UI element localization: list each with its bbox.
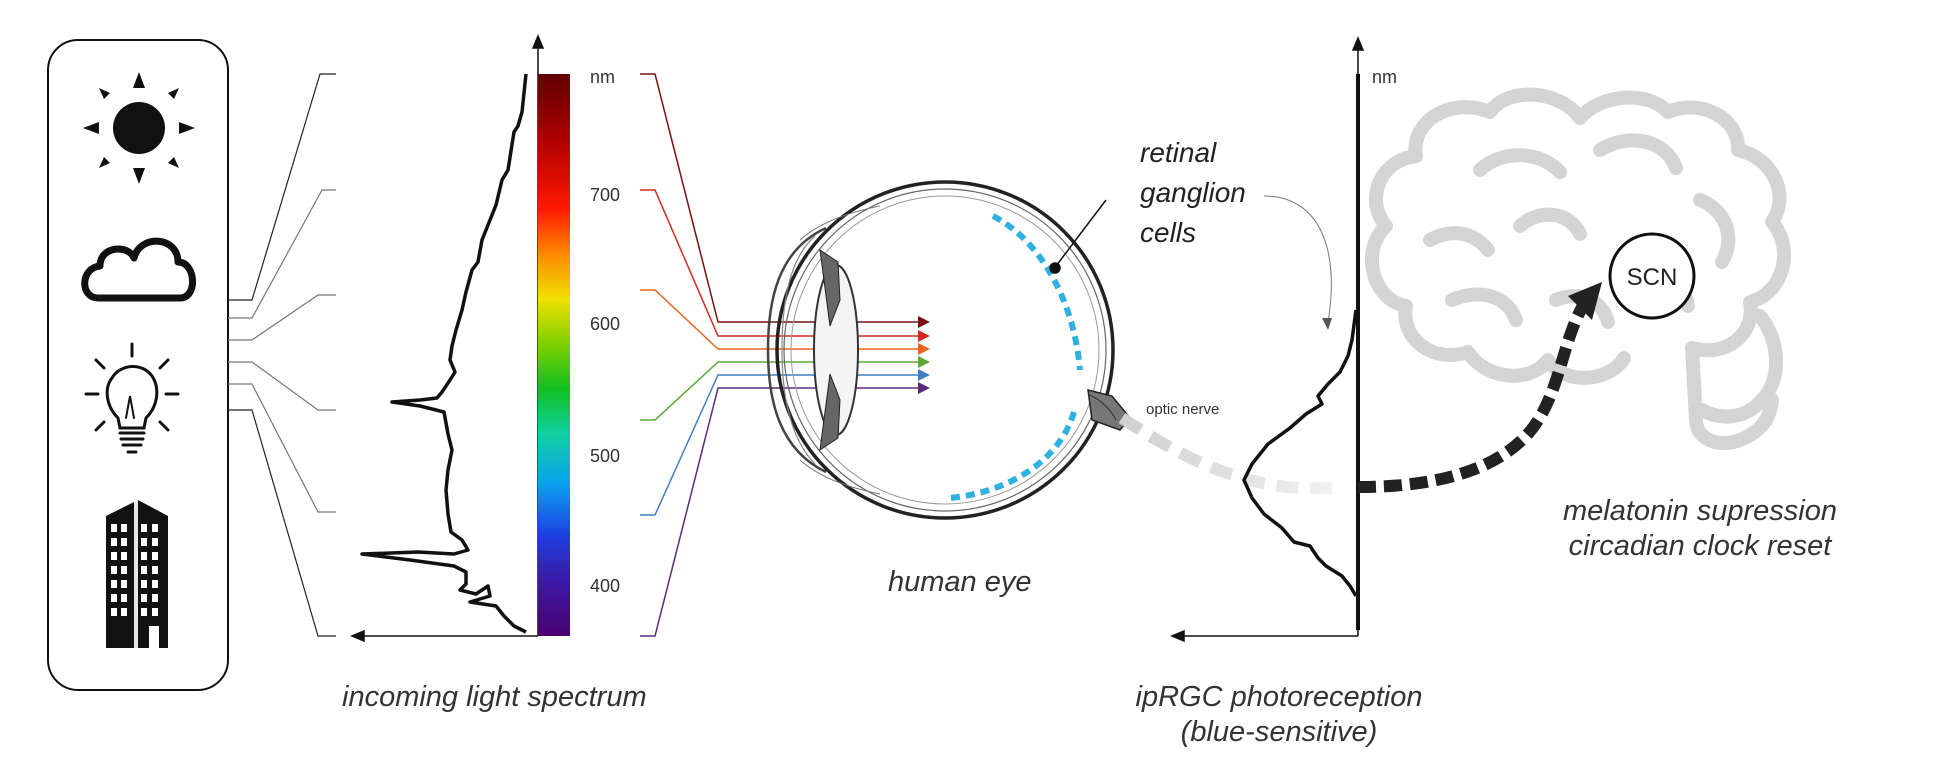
building-window: [111, 594, 117, 602]
light-ray-arrowhead: [918, 382, 930, 394]
wavelength-colorbar: [538, 74, 570, 636]
spectrum-axes: [350, 34, 545, 643]
building-window: [152, 552, 158, 560]
light-ray-arrowhead: [918, 343, 930, 355]
building-window: [121, 524, 127, 532]
light-ray-arrowhead: [918, 330, 930, 342]
building-window: [152, 594, 158, 602]
melatonin-caption-line2: circadian clock reset: [1568, 529, 1832, 562]
building-window: [152, 524, 158, 532]
light-bulb-icon: [84, 342, 180, 454]
iprgc-caption-line2: (blue-sensitive): [1180, 715, 1378, 748]
building-window: [152, 538, 158, 546]
retinal-to-graph-arrow: [1263, 195, 1332, 323]
building-window: [141, 538, 147, 546]
building-window: [141, 552, 147, 560]
source-connectors: [228, 73, 336, 637]
building-window: [141, 580, 147, 588]
building-window: [121, 566, 127, 574]
scn-label: SCN: [1627, 264, 1678, 291]
optic-nerve-label: optic nerve: [1146, 401, 1219, 418]
building-window: [152, 608, 158, 616]
optic-nerve-signal-path: [1118, 413, 1341, 495]
spectrum-unit-label: nm: [590, 67, 615, 87]
iprgc-caption: ipRGC photoreception (blue-sensitive): [1134, 680, 1424, 750]
human-eye-caption: human eye: [888, 566, 1032, 598]
spectrum-tick-700: 700: [590, 185, 620, 205]
light-rays: [640, 73, 930, 637]
building-window: [152, 566, 158, 574]
light-sources-panel: [47, 39, 229, 691]
sun-icon: [83, 72, 195, 184]
building-window: [111, 524, 117, 532]
building-window: [121, 552, 127, 560]
building-window: [111, 566, 117, 574]
retinal-pointer: [1049, 199, 1107, 274]
retinal-to-graph-arrowhead: [1322, 318, 1332, 330]
scn-node: [1608, 232, 1696, 320]
iprgc-sensitivity-curve: [1242, 309, 1358, 597]
light-ray-arrowhead: [918, 369, 930, 381]
building-window: [111, 608, 117, 616]
retinal-label-line1: retinal: [1140, 137, 1217, 168]
eye-illustration: [766, 180, 1131, 520]
building-window: [111, 552, 117, 560]
building-icon: [106, 500, 168, 648]
building-window: [121, 538, 127, 546]
spectrum-tick-400: 400: [590, 576, 620, 596]
melatonin-caption-line1: melatonin supression: [1562, 495, 1838, 527]
cloud-icon: [81, 237, 196, 302]
retinal-label-line2: ganglion: [1140, 177, 1246, 208]
retinal-ganglion-receptors: [949, 213, 1083, 501]
building-window: [141, 594, 147, 602]
building-window: [121, 594, 127, 602]
incoming-spectrum-curve: [360, 73, 528, 634]
light-ray-arrowhead: [918, 356, 930, 368]
building-window: [141, 566, 147, 574]
signal-to-scn-arrow: [1357, 300, 1590, 493]
retinal-label-line3: cells: [1140, 217, 1196, 248]
building-window: [152, 580, 158, 588]
building-window: [141, 524, 147, 532]
light-ray-arrowhead: [918, 316, 930, 328]
signal-to-scn-arrowhead: [1568, 282, 1602, 320]
spectrum-tick-500: 500: [590, 446, 620, 466]
melatonin-caption: melatonin supression circadian clock res…: [1540, 494, 1860, 564]
light-ray: [640, 387, 918, 637]
iprgc-axes: [1170, 36, 1365, 643]
building-window: [111, 580, 117, 588]
iprgc-caption-line1: ipRGC photoreception: [1135, 681, 1423, 713]
incoming-spectrum-caption: incoming light spectrum: [342, 681, 647, 713]
building-window: [121, 580, 127, 588]
building-window: [121, 608, 127, 616]
building-window: [141, 608, 147, 616]
spectrum-tick-600: 600: [590, 314, 620, 334]
building-window: [111, 538, 117, 546]
iprgc-unit-label: nm: [1372, 67, 1397, 87]
brain-icon: [1365, 87, 1792, 451]
